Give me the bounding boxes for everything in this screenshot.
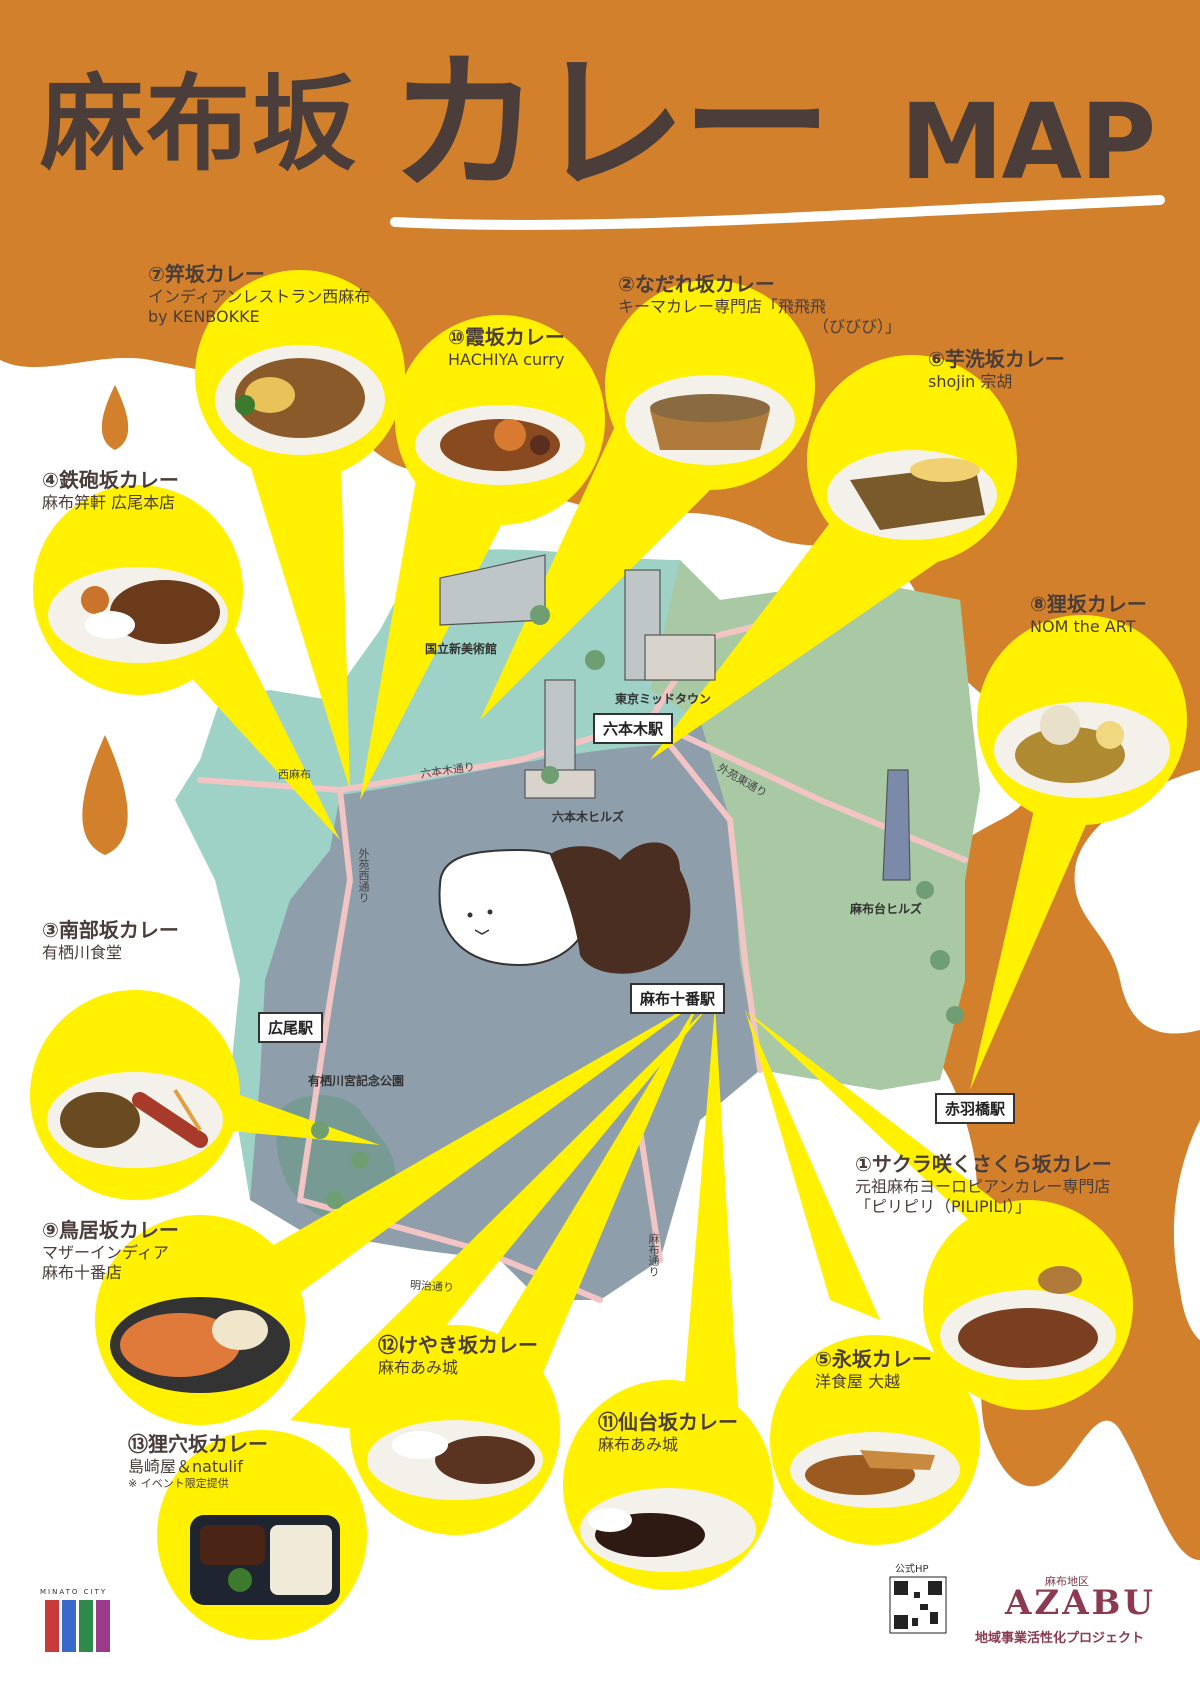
trees: [311, 605, 964, 1209]
spot-label-9: ⑨鳥居坂カレー マザーインディア 麻布十番店: [42, 1218, 179, 1283]
spot-shop: NOM the ART: [1030, 617, 1136, 636]
curry-plate-8: [994, 702, 1170, 798]
landmark-arisugawa-park: 有栖川宮記念公園: [308, 1074, 405, 1088]
title-latin: MAP: [900, 81, 1156, 203]
minato-city-label: MINATO CITY: [40, 1588, 108, 1596]
spot-shop: HACHIYA curry: [448, 350, 565, 369]
curry-plate-11: [580, 1488, 756, 1572]
spot-label-5: ⑤永坂カレー 洋食屋 大越: [815, 1347, 932, 1392]
national-art-center-building: [439, 554, 546, 626]
buildings: [439, 554, 911, 881]
spot-shop: マザーインディア: [42, 1243, 169, 1262]
white-drip-right-2: [1173, 1120, 1200, 1340]
curry-plate-9: [110, 1297, 290, 1393]
spot-name: ⑦笄坂カレー: [148, 262, 265, 286]
midtown-building: [624, 569, 716, 681]
qr-code-icon: [889, 1576, 947, 1634]
spot-label-2: ②なだれ坂カレー キーマカレー専門店「飛飛飛 （びびび）」: [618, 272, 901, 337]
spot-shop: 有栖川食堂: [42, 943, 123, 962]
official-hp-label: 公式HP: [895, 1564, 929, 1575]
spot-label-12: ⑫けやき坂カレー 麻布あみ城: [378, 1333, 538, 1378]
azabu-project-label: 地域事業活性化プロジェクト: [975, 1631, 1145, 1646]
curry-plate-4: [48, 567, 228, 663]
spot-name: ⑧狸坂カレー: [1030, 592, 1147, 616]
spot-name: ⑨鳥居坂カレー: [42, 1218, 179, 1242]
road-gaien-nishi-dori: 外苑西通り: [357, 848, 370, 903]
curry-plate-13: [190, 1515, 340, 1605]
page-title: 麻布坂 カレー MAP: [40, 50, 1180, 220]
spot-shop: by KENBOKKE: [148, 307, 260, 326]
spot-name: ⑩霞坂カレー: [448, 325, 565, 349]
spot-name: ②なだれ坂カレー: [618, 272, 775, 296]
spot-shop: 「ピリピリ（PILIPILI）」: [855, 1197, 1032, 1216]
spot-shop: 麻布十番店: [42, 1263, 123, 1282]
curry-drop-1: [101, 385, 129, 450]
spot-shop: インディアンレストラン西麻布: [148, 287, 371, 306]
azabu-logo: AZABU: [1005, 1583, 1156, 1623]
minato-city-logo-icon: [45, 1600, 110, 1652]
curry-plate-6: [827, 450, 997, 540]
spot-name: ④鉄砲坂カレー: [42, 468, 179, 492]
landmark-tokyo-midtown: 東京ミッドタウン: [615, 692, 712, 706]
spot-label-10: ⑩霞坂カレー HACHIYA curry: [448, 325, 565, 370]
spot-note: ※ イベント限定提供: [128, 1477, 229, 1490]
spot-shop: 元祖麻布ヨーロピアンカレー専門店: [855, 1177, 1111, 1196]
curry-plates: [47, 345, 1170, 1605]
spot-label-8: ⑧狸坂カレー NOM the ART: [1030, 592, 1147, 637]
curry-plate-5: [790, 1432, 960, 1508]
spot-label-3: ③南部坂カレー 有栖川食堂: [42, 918, 179, 963]
spot-name: ⑤永坂カレー: [815, 1347, 932, 1371]
landmark-azabudai-hills: 麻布台ヒルズ: [850, 902, 923, 916]
spot-shop: 洋食屋 大越: [815, 1372, 901, 1391]
spot-label-6: ⑥芋洗坂カレー shojin 宗胡: [928, 347, 1065, 392]
road-nishiazabu: 西麻布: [278, 768, 311, 781]
station-hiroo: 広尾駅: [258, 1012, 324, 1043]
curry-seal-mascot-icon: [438, 842, 691, 974]
curry-plate-7: [215, 345, 385, 455]
spot-name: ③南部坂カレー: [42, 918, 179, 942]
curry-plate-1: [940, 1266, 1116, 1380]
azabudai-hills-building: [882, 769, 911, 881]
curry-plate-2: [625, 375, 795, 465]
spot-shop: キーマカレー専門店「飛飛飛: [618, 297, 827, 316]
station-roppongi: 六本木駅: [593, 713, 674, 744]
title-kanji: 麻布坂: [40, 63, 359, 185]
road-meiji-dori: 明治通り: [409, 1278, 455, 1295]
white-drip-right: [1074, 770, 1200, 1034]
curry-plate-12: [367, 1420, 543, 1500]
title-swoosh: [390, 195, 1165, 230]
spot-name: ⑥芋洗坂カレー: [928, 347, 1065, 371]
spot-shop: 麻布あみ城: [378, 1358, 459, 1377]
station-akabanebashi: 赤羽橋駅: [935, 1093, 1016, 1124]
azabu-district-label: 麻布地区: [1045, 1575, 1089, 1588]
title-kana: カレー: [390, 38, 832, 212]
spot-label-7: ⑦笄坂カレー インディアンレストラン西麻布 by KENBOKKE: [148, 262, 370, 327]
spot-label-1: ①サクラ咲くさくら坂カレー 元祖麻布ヨーロピアンカレー専門店 「ピリピリ（PIL…: [855, 1152, 1112, 1217]
spot-shop: （びびび）」: [813, 317, 902, 336]
road-azabu-dori: 麻布通り: [647, 1233, 660, 1277]
spot-name: ⑪仙台坂カレー: [598, 1410, 738, 1434]
station-azabu-juban: 麻布十番駅: [630, 983, 726, 1014]
spot-shop: 麻布あみ城: [598, 1435, 679, 1454]
spot-name: ⑬狸穴坂カレー: [128, 1432, 268, 1456]
landmark-national-art-center: 国立新美術館: [425, 642, 498, 656]
spot-shop: shojin 宗胡: [928, 372, 1013, 391]
curry-plate-10: [415, 405, 585, 485]
spot-label-4: ④鉄砲坂カレー 麻布笄軒 広尾本店: [42, 468, 179, 513]
curry-drop-2: [82, 735, 128, 855]
roppongi-hills-building: [524, 679, 596, 799]
spot-name: ⑫けやき坂カレー: [378, 1333, 538, 1357]
spot-name: ①サクラ咲くさくら坂カレー: [855, 1152, 1112, 1176]
spot-shop: 麻布笄軒 広尾本店: [42, 493, 176, 512]
spot-label-13: ⑬狸穴坂カレー 島崎屋＆natulif ※ イベント限定提供: [128, 1432, 268, 1491]
spot-label-11: ⑪仙台坂カレー 麻布あみ城: [598, 1410, 738, 1455]
landmark-roppongi-hills: 六本木ヒルズ: [552, 810, 625, 824]
spot-shop: 島崎屋＆natulif: [128, 1457, 243, 1476]
curry-plate-3: [47, 1072, 223, 1168]
